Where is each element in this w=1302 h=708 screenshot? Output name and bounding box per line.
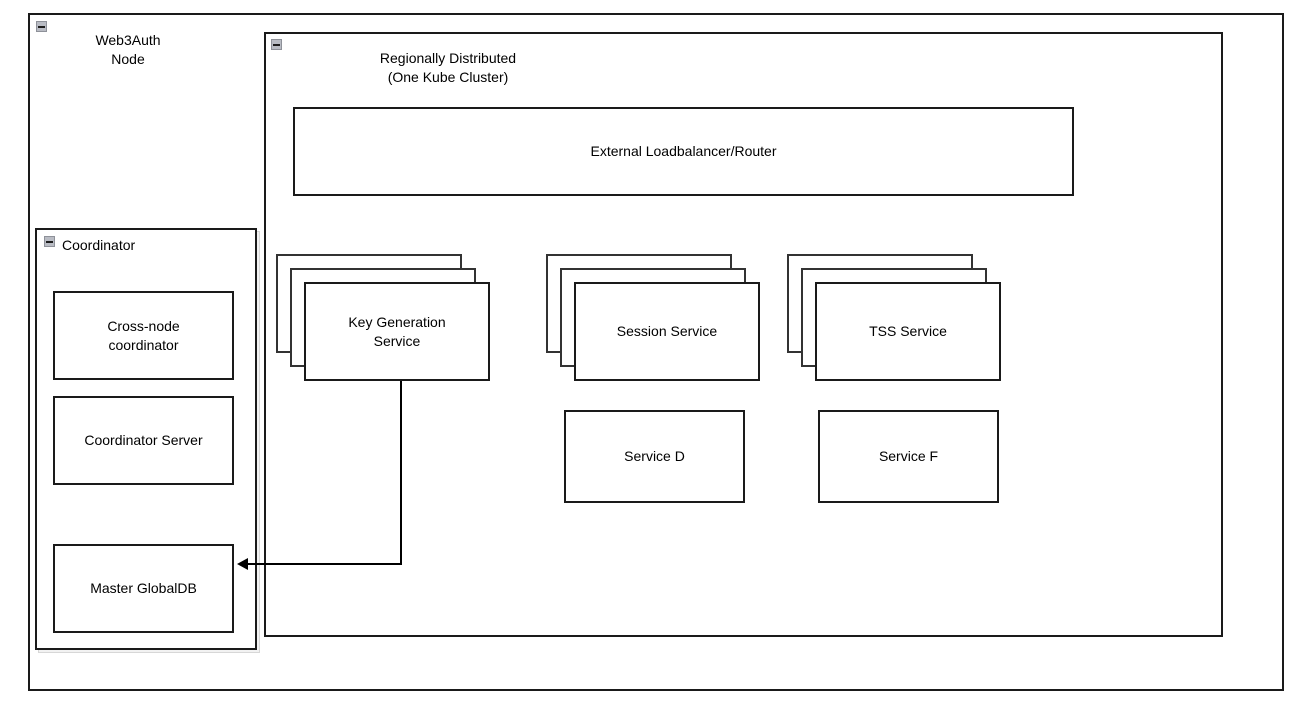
node-tss-service[interactable]: TSS Service — [815, 282, 1001, 381]
node-label-external-loadbalancer-router: External Loadbalancer/Router — [590, 143, 777, 159]
node-master-globaldb[interactable]: Master GlobalDB — [53, 544, 234, 633]
container-title-kube-cluster: Regionally Distributed (One Kube Cluster… — [379, 50, 517, 85]
node-label-key-generation-service: Key Generation Service — [348, 313, 446, 349]
node-cross-node-coordinator[interactable]: Cross-node coordinator — [53, 291, 234, 380]
stack-session-service[interactable]: Session Service — [546, 254, 760, 381]
node-label-coordinator-server: Coordinator Server — [84, 432, 203, 448]
node-service-f[interactable]: Service F — [818, 410, 999, 503]
node-session-service[interactable]: Session Service — [574, 282, 760, 381]
node-coordinator-server[interactable]: Coordinator Server — [53, 396, 234, 485]
connector-keygen-to-globaldb-vertical — [400, 381, 402, 565]
stack-key-generation-service[interactable]: Key Generation Service — [276, 254, 490, 381]
stack-tss-service[interactable]: TSS Service — [787, 254, 1001, 381]
node-external-loadbalancer-router[interactable]: External Loadbalancer/Router — [293, 107, 1074, 196]
node-label-cross-node-coordinator: Cross-node coordinator — [107, 317, 180, 353]
node-label-service-d: Service D — [624, 448, 685, 464]
node-service-d[interactable]: Service D — [564, 410, 745, 503]
node-key-generation-service[interactable]: Key Generation Service — [304, 282, 490, 381]
collapse-minus-icon-kube-cluster[interactable] — [271, 39, 282, 50]
connector-keygen-to-globaldb-horizontal — [248, 563, 402, 565]
collapse-minus-icon-web3auth-node[interactable] — [36, 21, 47, 32]
node-label-master-globaldb: Master GlobalDB — [90, 580, 197, 596]
node-label-tss-service: TSS Service — [869, 323, 947, 339]
node-label-session-service: Session Service — [616, 323, 718, 339]
container-title-coordinator: Coordinator — [62, 237, 136, 253]
node-label-service-f: Service F — [878, 448, 939, 464]
connector-arrowhead-to-globaldb — [237, 558, 248, 570]
collapse-minus-icon-coordinator[interactable] — [44, 236, 55, 247]
container-title-web3auth-node: Web3Auth Node — [95, 32, 161, 67]
